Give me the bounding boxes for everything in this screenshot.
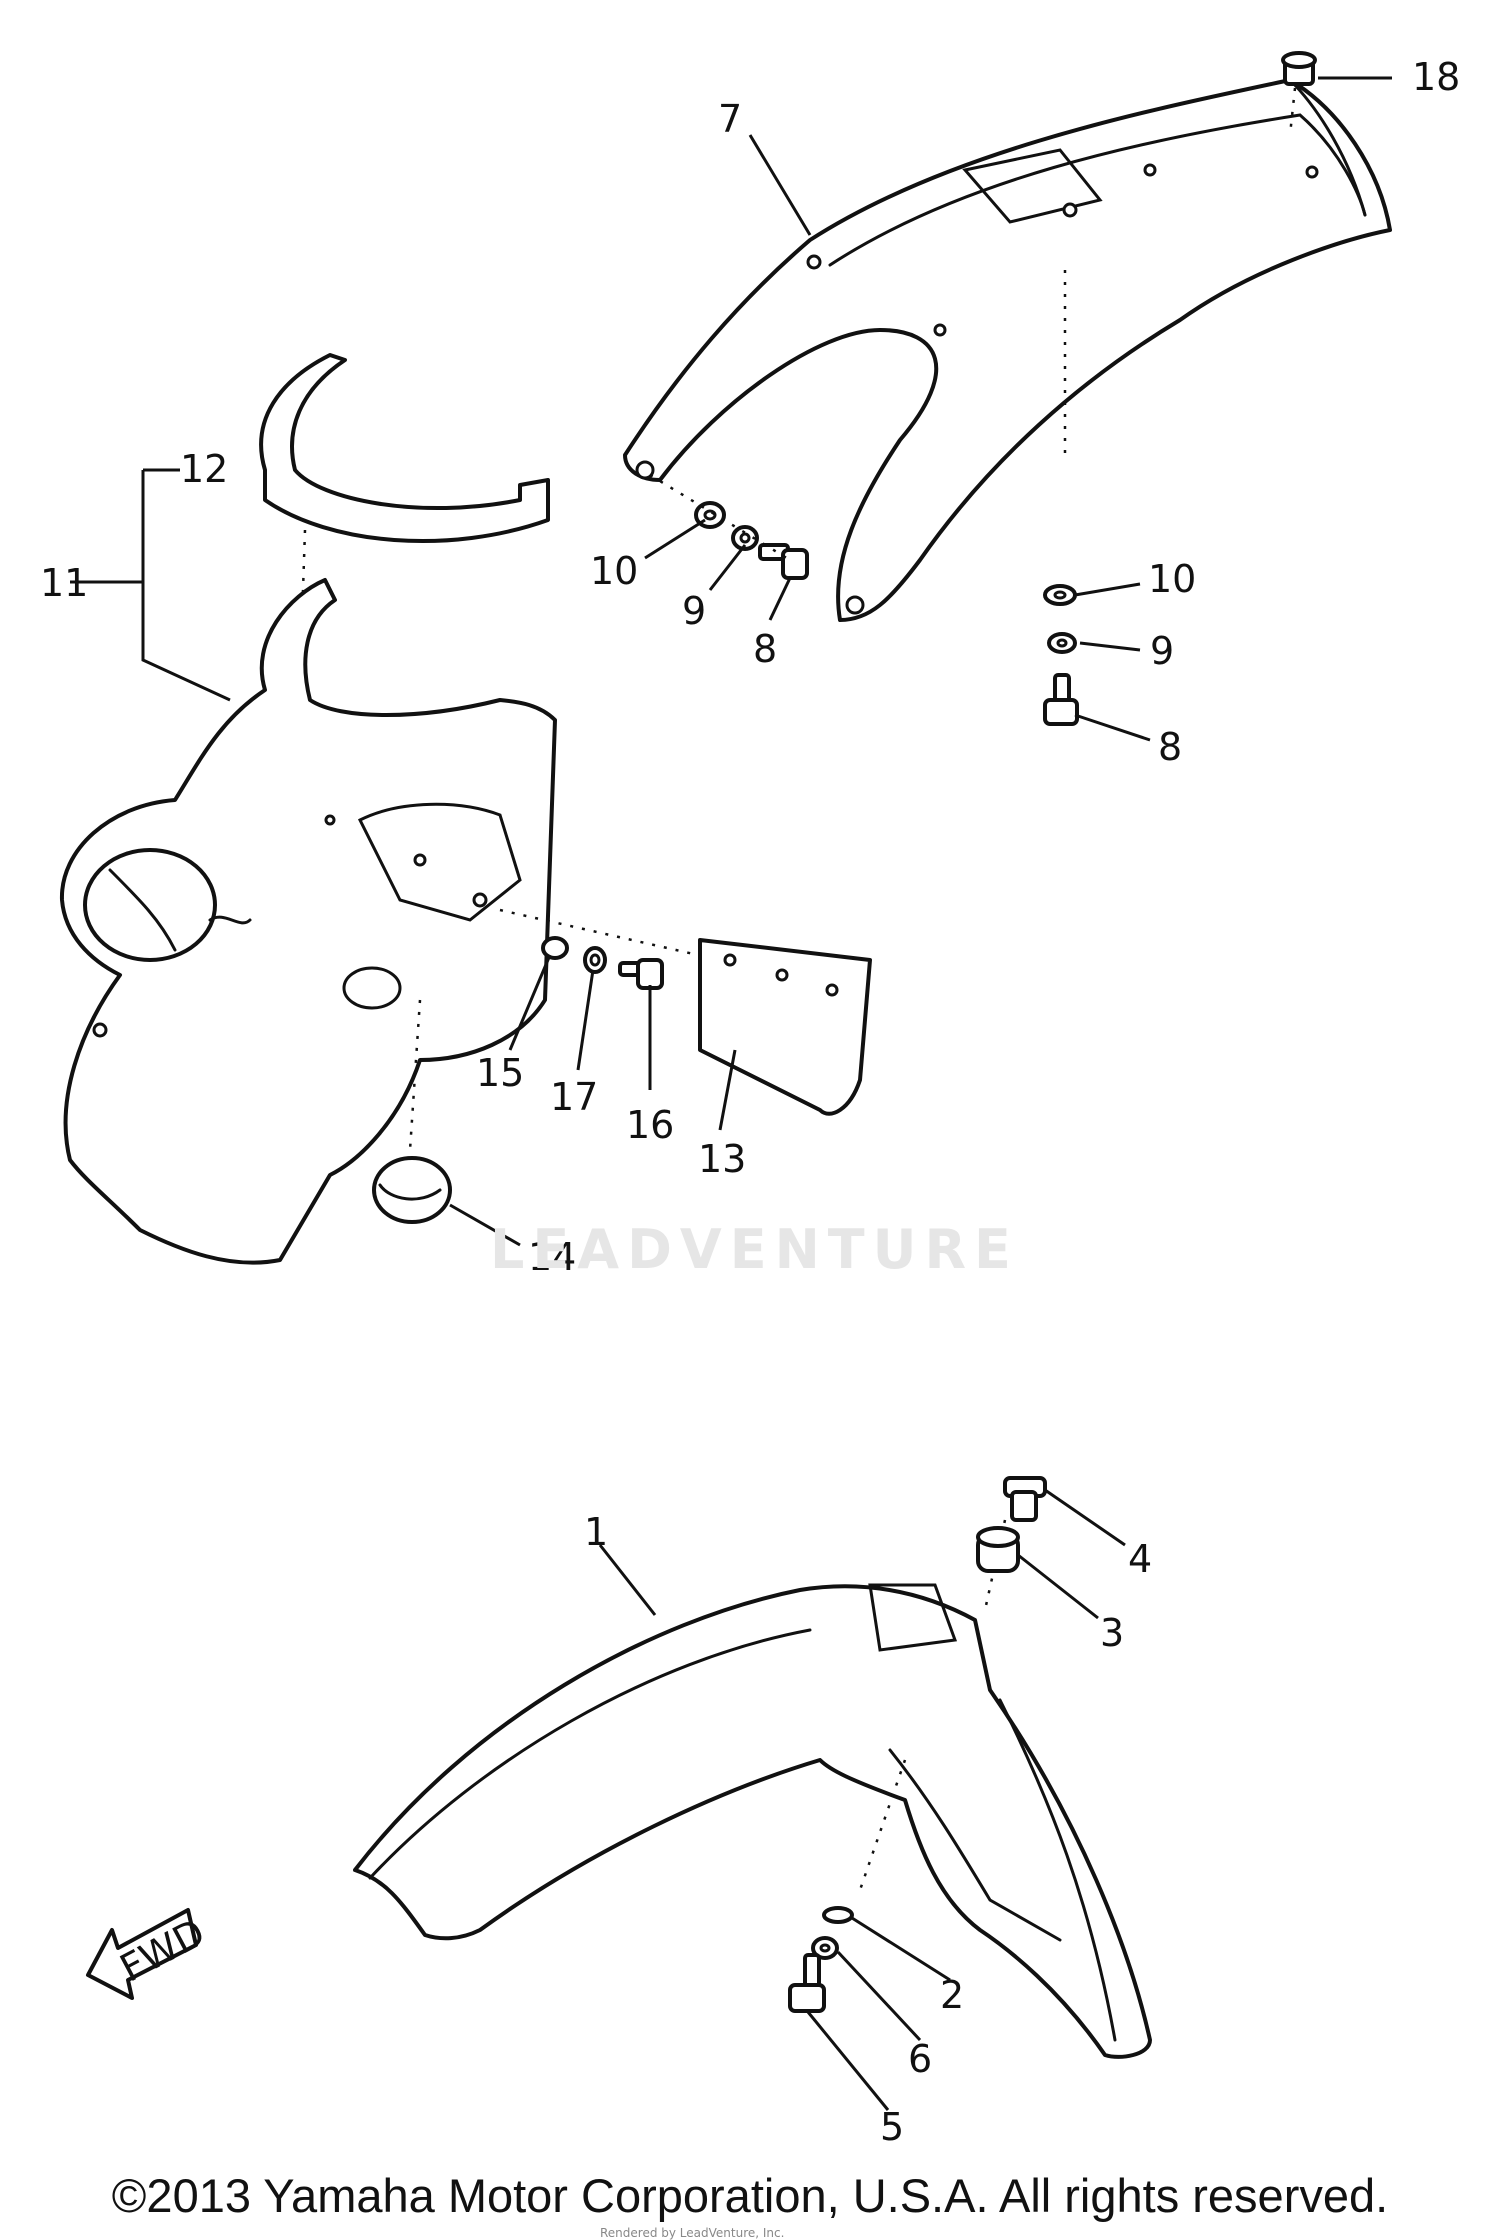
front-fender <box>353 1519 1152 2059</box>
callout-9b: 9 <box>1150 629 1174 673</box>
callout-4: 4 <box>1128 1537 1152 1581</box>
bolt-8b <box>1043 673 1079 726</box>
damper-3 <box>976 1526 1020 1573</box>
leader-lines <box>70 76 1392 2111</box>
callout-14: 14 <box>528 1235 576 1279</box>
washer-9b <box>1047 632 1077 654</box>
callout-12: 12 <box>180 447 228 491</box>
callout-11: 11 <box>40 561 88 605</box>
headlight-body-11 <box>59 578 557 1265</box>
callout-16: 16 <box>626 1103 674 1147</box>
callout-8b: 8 <box>1158 725 1182 769</box>
callout-18: 18 <box>1412 55 1460 99</box>
bolt-18 <box>1281 51 1317 136</box>
fwd-arrow-icon: FWD <box>86 1908 212 2000</box>
callout-7: 7 <box>718 97 742 141</box>
bolt-4 <box>1003 1476 1047 1522</box>
headlight-bracket-12 <box>259 353 550 681</box>
callout-17: 17 <box>550 1075 598 1119</box>
copyright-text: ©2013 Yamaha Motor Corporation, U.S.A. A… <box>111 2169 1389 2222</box>
washer-9a <box>731 525 759 551</box>
bolt-5 <box>788 1953 826 2013</box>
callout-6: 6 <box>908 2037 932 2081</box>
washer-15 <box>541 936 569 960</box>
callout-3: 3 <box>1100 1611 1124 1655</box>
watermark: LEADVENTURE <box>490 1218 1019 1281</box>
callout-10a: 10 <box>590 549 638 593</box>
callout-10b: 10 <box>1148 557 1196 601</box>
cap-14 <box>372 1156 452 1224</box>
callout-numbers: 18 7 12 11 10 9 8 10 9 8 15 17 16 13 14 … <box>40 55 1460 2149</box>
callout-15: 15 <box>476 1051 524 1095</box>
callout-8a: 8 <box>753 627 777 671</box>
callout-13: 13 <box>698 1137 746 1181</box>
plate-13 <box>698 938 872 1116</box>
rear-fender <box>623 78 1392 622</box>
callout-5: 5 <box>880 2105 904 2149</box>
rendered-by-text: Rendered by LeadVenture, Inc. <box>600 2226 785 2240</box>
screw-16 <box>618 958 664 990</box>
callout-9a: 9 <box>682 589 706 633</box>
washer-10b <box>1043 584 1077 606</box>
callout-1: 1 <box>584 1510 608 1554</box>
washer-2 <box>822 1906 854 1924</box>
callout-2: 2 <box>940 1973 964 2017</box>
washer-6 <box>811 1936 839 1960</box>
washer-17 <box>583 946 607 974</box>
bolt-8a <box>758 543 809 580</box>
